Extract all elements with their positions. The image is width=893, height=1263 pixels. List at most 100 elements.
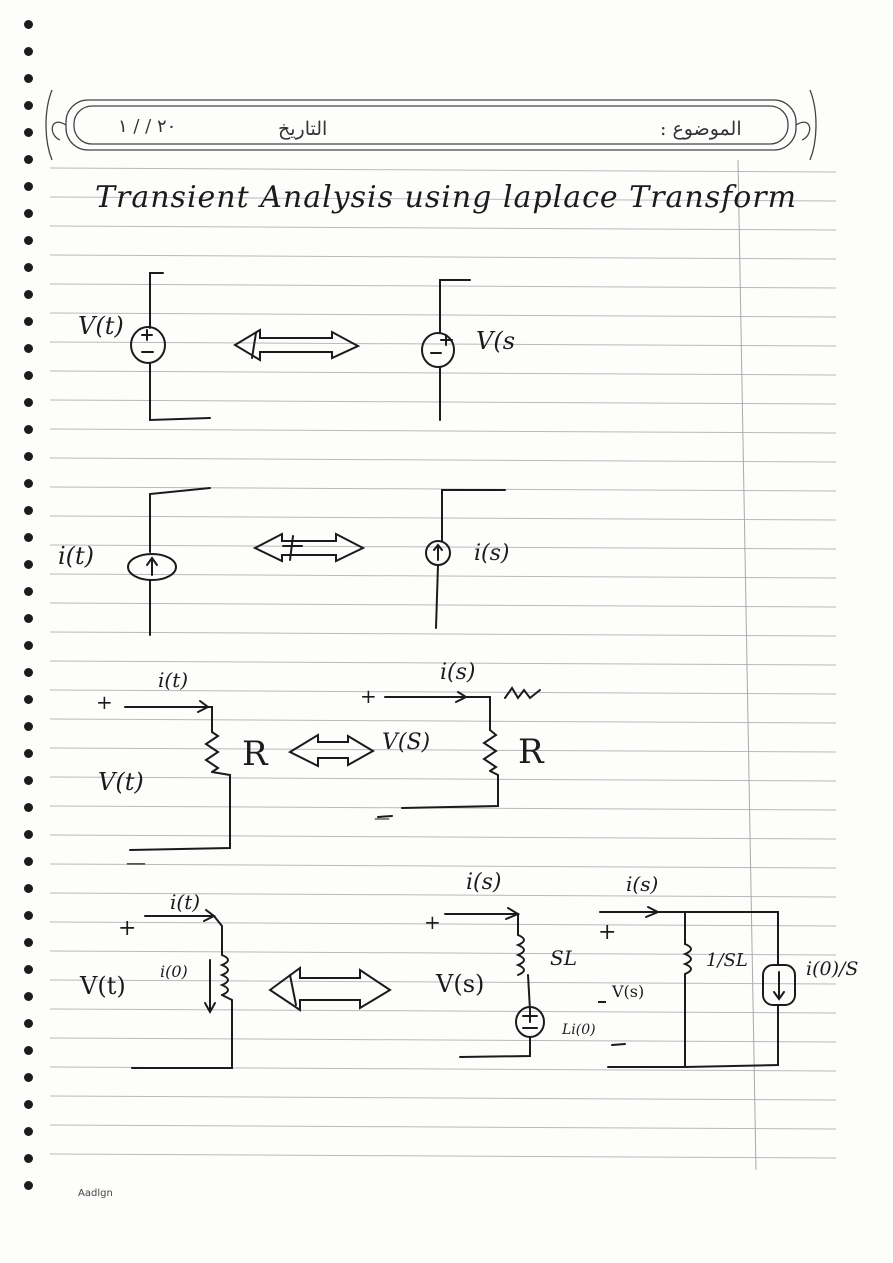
ruled-line bbox=[49, 718, 837, 724]
binder-hole bbox=[24, 398, 33, 407]
ruled-line bbox=[49, 544, 837, 550]
ruled-line bbox=[49, 921, 837, 927]
row4-inductor bbox=[131, 906, 796, 1069]
binder-hole bbox=[24, 371, 33, 380]
binder-hole bbox=[24, 884, 33, 893]
ruled-line bbox=[49, 1153, 837, 1159]
ruled-line bbox=[49, 979, 837, 985]
row4-left-plus: + bbox=[118, 916, 137, 941]
row4-mid-plus: + bbox=[424, 910, 441, 934]
binder-hole bbox=[24, 1019, 33, 1028]
binder-hole bbox=[24, 128, 33, 137]
row3-left-plus: + bbox=[96, 690, 113, 714]
binder-hole bbox=[24, 1127, 33, 1136]
header-frame bbox=[45, 89, 817, 161]
row3-resistor bbox=[124, 686, 541, 851]
binder-hole bbox=[24, 344, 33, 353]
binder-hole bbox=[24, 965, 33, 974]
row3-right-plus: + bbox=[360, 684, 377, 708]
ruled-line bbox=[49, 1124, 837, 1130]
binder-hole bbox=[24, 641, 33, 650]
date-value: ٢٠ / / ١ bbox=[118, 116, 177, 137]
ruled-line bbox=[49, 225, 837, 231]
binder-hole bbox=[24, 857, 33, 866]
ruled-line bbox=[49, 892, 837, 898]
binder-hole bbox=[24, 1181, 33, 1190]
binder-hole bbox=[24, 560, 33, 569]
binder-hole bbox=[24, 182, 33, 191]
ruled-line bbox=[49, 1095, 837, 1101]
binder-hole bbox=[24, 938, 33, 947]
binder-hole bbox=[24, 425, 33, 434]
binder-hole bbox=[24, 47, 33, 56]
ruled-line bbox=[49, 747, 837, 753]
binder-hole bbox=[24, 587, 33, 596]
subject-label: الموضوع : bbox=[660, 118, 742, 140]
binder-hole bbox=[24, 1073, 33, 1082]
binder-hole bbox=[24, 722, 33, 731]
ruled-line bbox=[49, 457, 837, 463]
row2-left-label: i(t) bbox=[58, 542, 95, 570]
date-label: التاريخ bbox=[278, 118, 328, 140]
binder-hole bbox=[24, 695, 33, 704]
row3-left-minus: — bbox=[126, 850, 146, 874]
row4-mid-sl: SL bbox=[550, 946, 577, 970]
row4-right-voltage: V(s) bbox=[612, 982, 645, 1001]
row4-left-current: i(t) bbox=[170, 890, 201, 914]
row4-left-voltage: V(t) bbox=[80, 972, 126, 1000]
row3-left-voltage: V(t) bbox=[98, 768, 144, 796]
ruled-line bbox=[49, 341, 837, 347]
binder-hole bbox=[24, 155, 33, 164]
binder-hole bbox=[24, 668, 33, 677]
binder-hole bbox=[24, 533, 33, 542]
binder-hole bbox=[24, 506, 33, 515]
ruled-line bbox=[49, 399, 837, 405]
margin-line bbox=[737, 159, 757, 1171]
binder-hole bbox=[24, 776, 33, 785]
row1-left-label: V(t) bbox=[78, 312, 124, 340]
page-title: Transient Analysis using laplace Transfo… bbox=[95, 180, 798, 215]
row4-right-src: i(0)/S bbox=[806, 958, 859, 980]
ruled-line bbox=[49, 312, 837, 318]
binder-hole bbox=[24, 614, 33, 623]
binder-hole bbox=[24, 1100, 33, 1109]
ruled-line bbox=[49, 573, 837, 579]
binder-hole bbox=[24, 452, 33, 461]
binder-hole bbox=[24, 317, 33, 326]
binder-hole bbox=[24, 290, 33, 299]
ruled-line bbox=[49, 370, 837, 376]
ruled-line bbox=[49, 689, 837, 695]
row3-right-current: i(s) bbox=[440, 660, 476, 685]
binder-hole bbox=[24, 749, 33, 758]
row3-left-current: i(t) bbox=[158, 668, 189, 692]
ruled-line bbox=[49, 631, 837, 637]
row4-right-current: i(s) bbox=[626, 872, 659, 896]
row4-right-sl: 1/SL bbox=[706, 950, 748, 971]
row4-mid-voltage: V(s) bbox=[436, 970, 485, 998]
row3-right-minus: — bbox=[374, 808, 390, 827]
binder-hole bbox=[24, 1046, 33, 1055]
binder-hole bbox=[24, 20, 33, 29]
ruled-lines bbox=[49, 167, 837, 1159]
ruled-line bbox=[49, 1037, 837, 1043]
binder-hole bbox=[24, 209, 33, 218]
row4-left-init: i(0) bbox=[160, 962, 188, 981]
brand-logo: Aadlgn bbox=[78, 1188, 113, 1199]
row3-right-voltage: V(S) bbox=[382, 730, 431, 755]
row2-right-label: i(s) bbox=[474, 541, 510, 566]
binder-hole bbox=[24, 992, 33, 1001]
ruled-line bbox=[49, 776, 837, 782]
binder-hole bbox=[24, 101, 33, 110]
row2-current-source bbox=[127, 487, 506, 636]
ruled-line bbox=[49, 950, 837, 956]
binder-hole bbox=[24, 803, 33, 812]
row3-right-resistor: R bbox=[518, 732, 544, 772]
ruled-line bbox=[49, 167, 837, 173]
binder-hole bbox=[24, 236, 33, 245]
row4-right-plus: + bbox=[598, 920, 617, 945]
ruled-line bbox=[49, 834, 837, 840]
ruled-line bbox=[49, 602, 837, 608]
binder-hole bbox=[24, 263, 33, 272]
binder-hole bbox=[24, 1154, 33, 1163]
